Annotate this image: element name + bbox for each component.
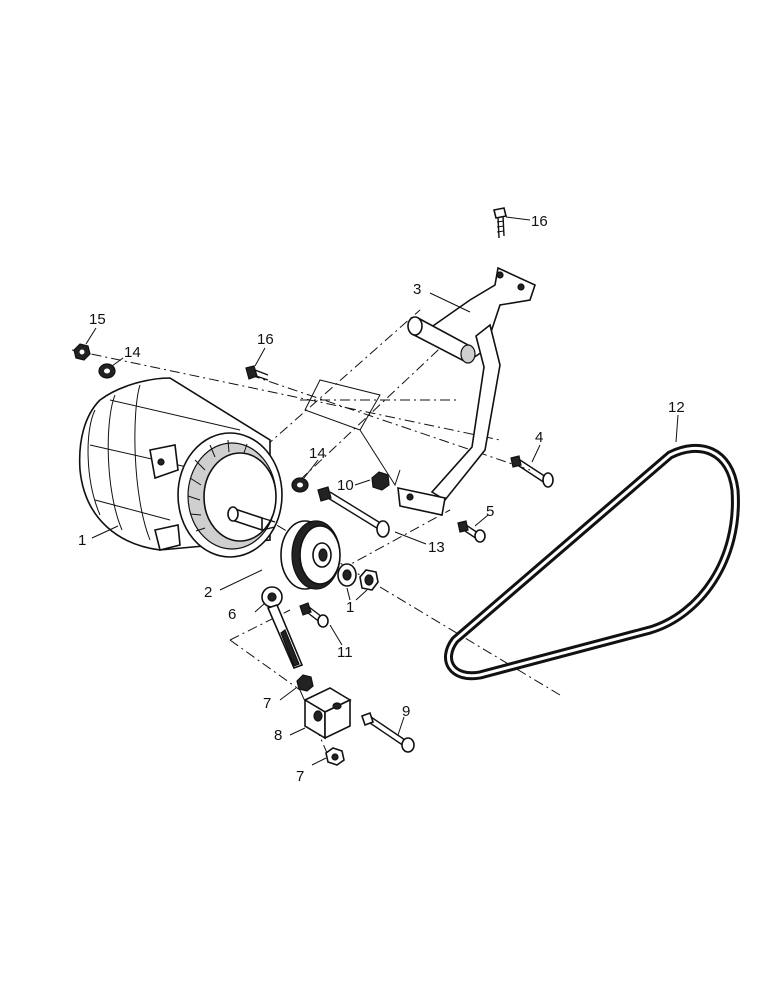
bolt-16-top — [493, 207, 507, 239]
bolt-4 — [510, 455, 554, 488]
callout-12: 12 — [668, 399, 685, 416]
washer-14-middle — [291, 477, 309, 493]
callout-11: 11 — [337, 644, 353, 661]
callout-6: 6 — [228, 606, 236, 623]
nut-7-upper — [296, 674, 314, 692]
bolt-11 — [299, 602, 329, 628]
callout-1: 1 — [78, 532, 86, 549]
callout-7-upper: 7 — [263, 695, 271, 712]
callout-8: 8 — [274, 727, 282, 744]
callout-1-washer-nut: 1 — [346, 599, 354, 616]
callout-7-lower: 7 — [296, 768, 304, 785]
washer-14-left — [98, 363, 116, 379]
callout-9: 9 — [402, 703, 410, 720]
callout-labels: 1 1 2 3 4 5 6 7 7 8 9 10 11 12 13 14 14 … — [78, 213, 685, 785]
callout-10: 10 — [337, 477, 354, 494]
callout-14-middle: 14 — [309, 445, 326, 462]
shaft-washer — [337, 563, 357, 587]
alternator — [78, 377, 283, 558]
bolt-13 — [317, 486, 390, 538]
callout-3: 3 — [413, 281, 421, 298]
nut-7-lower — [325, 747, 345, 766]
bolt-9 — [360, 711, 415, 753]
callout-14-left: 14 — [124, 344, 141, 361]
bolt-5 — [457, 520, 486, 543]
callout-16-top: 16 — [531, 213, 548, 230]
callout-5: 5 — [486, 503, 494, 520]
v-belt-12 — [444, 443, 740, 681]
swivel-block-8 — [303, 687, 352, 740]
callout-15: 15 — [89, 311, 106, 328]
adjusting-bracket — [304, 266, 536, 516]
nut-10 — [371, 471, 390, 491]
callout-4: 4 — [535, 429, 543, 446]
pulley — [280, 520, 341, 590]
callout-2: 2 — [204, 584, 212, 601]
leader-lines — [85, 216, 679, 766]
callout-13: 13 — [428, 539, 445, 556]
bolt-16-left — [245, 365, 269, 381]
shaft-nut — [359, 569, 379, 591]
nut-15 — [73, 343, 91, 361]
callout-16-left: 16 — [257, 331, 274, 348]
adjusting-link-6 — [261, 586, 304, 670]
